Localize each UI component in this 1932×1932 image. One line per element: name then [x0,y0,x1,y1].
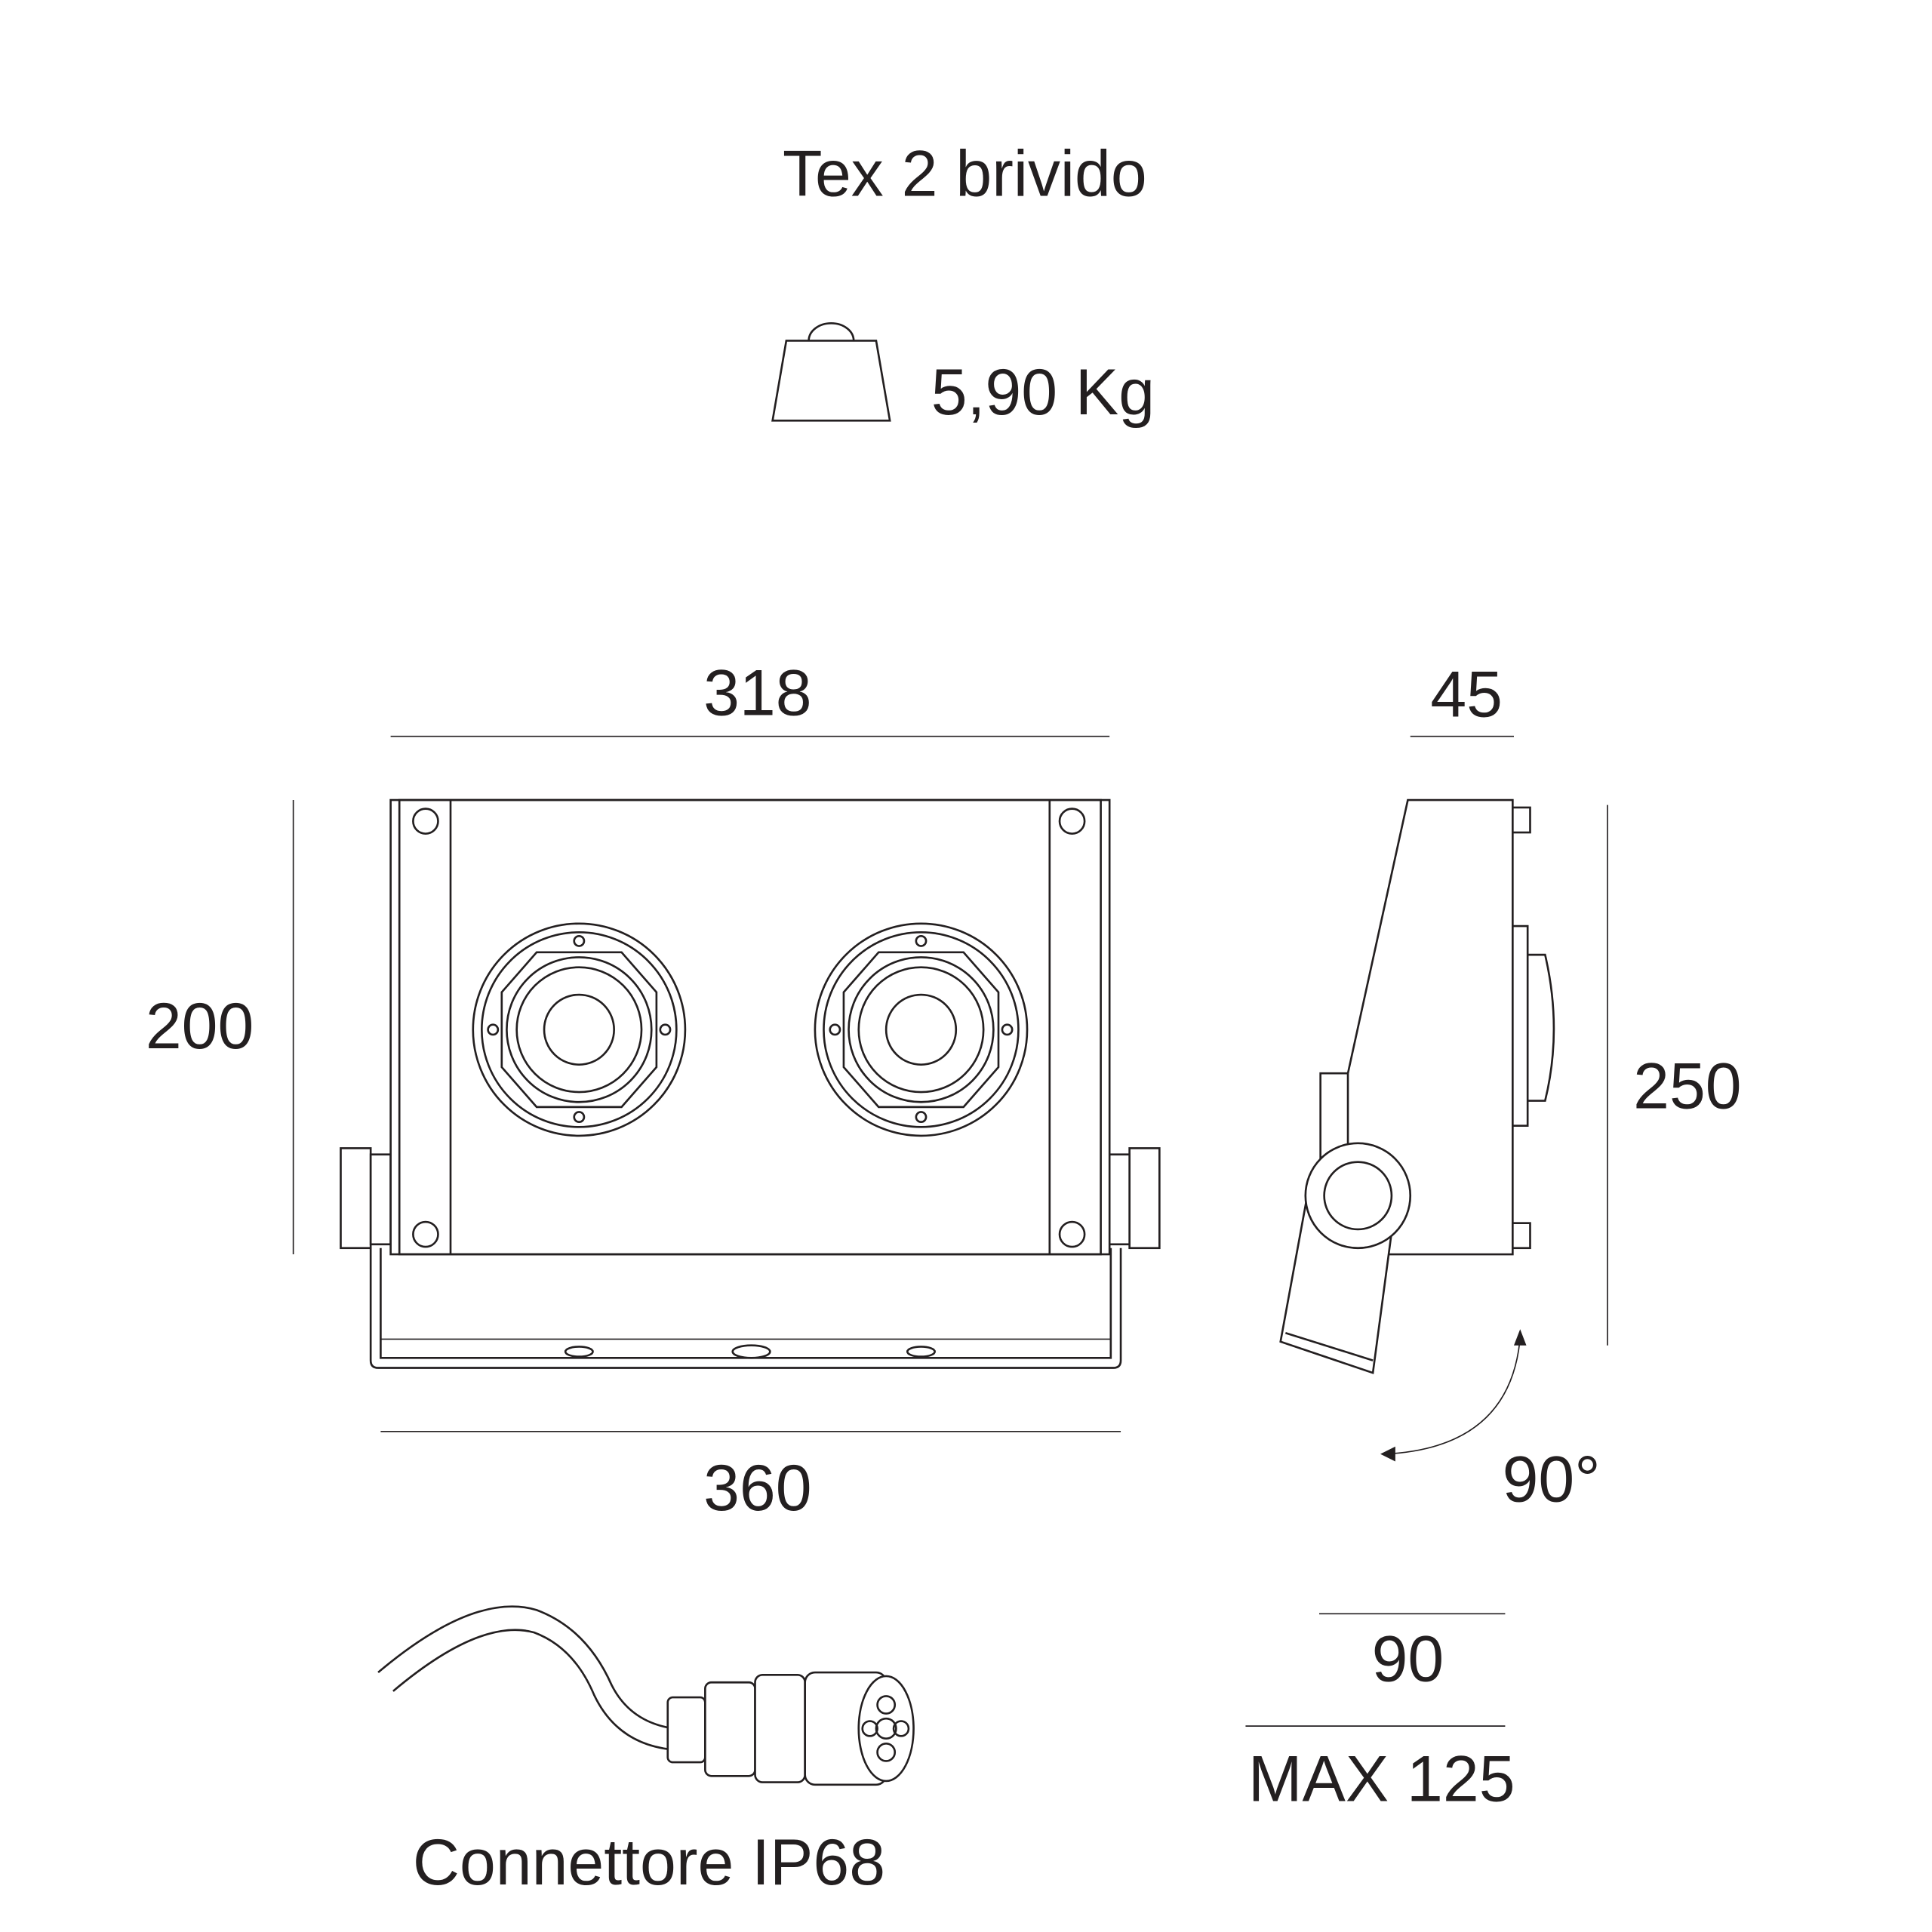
dimension-360: 360 [703,1452,811,1524]
side-view: 45 250 90° [1279,658,1742,1515]
weight-icon [771,322,891,422]
dimension-90: 90 [1372,1623,1444,1696]
lens-right [814,922,1029,1137]
dimension-318: 318 [703,657,811,730]
rotation-angle: 90° [1503,1443,1601,1515]
connector-icon [377,1605,915,1786]
rotation-arrow-icon [1385,1337,1521,1455]
dimension-200: 200 [146,990,254,1063]
product-title: Tex 2 brivido [783,138,1147,211]
dimension-max-125: MAX 125 [1248,1743,1515,1815]
connector-label: Connettore IP68 [413,1826,885,1899]
front-view: 318 200 [146,657,1161,1524]
dimension-250: 250 [1633,1051,1741,1123]
weight-value: 5,90 Kg [931,356,1155,429]
lens-left [472,922,687,1137]
dimension-45: 45 [1430,658,1503,731]
